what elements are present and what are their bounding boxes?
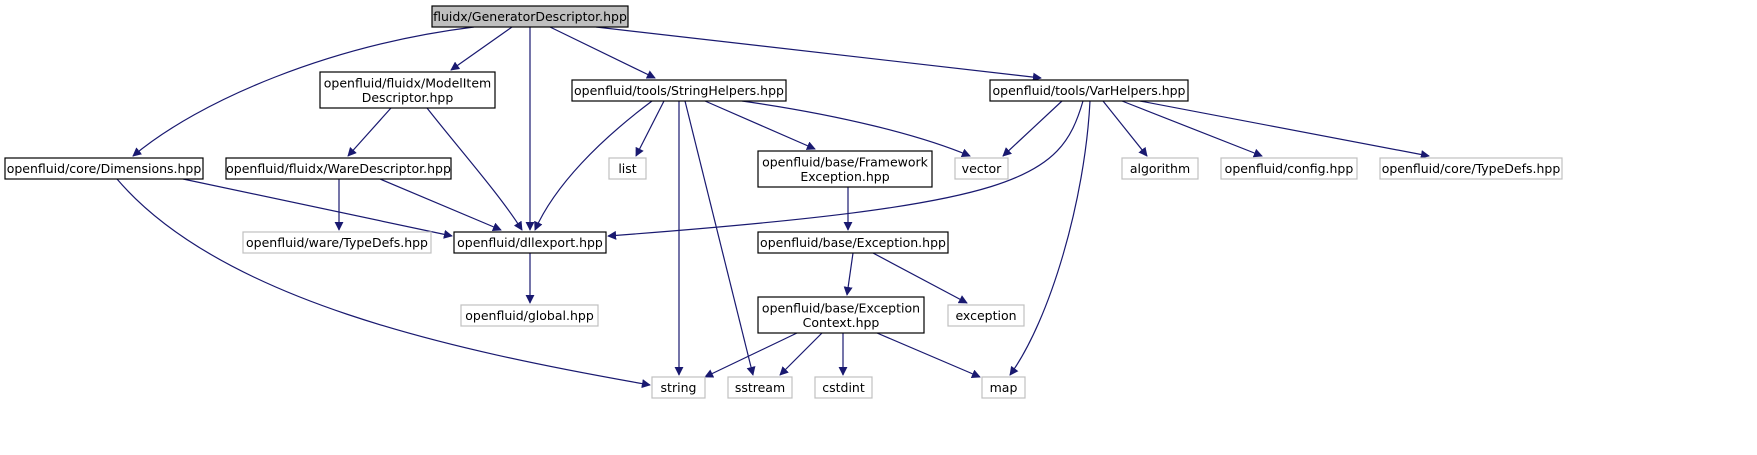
node-label: algorithm [1130, 161, 1190, 176]
node-label: openfluid/global.hpp [465, 308, 594, 323]
node-box [1220, 157, 1358, 180]
nodes-layer: fluidx/GeneratorDescriptor.hpp openfluid/… [4, 5, 1563, 399]
edge-varhelpers-to-dllexport [607, 100, 1084, 240]
node-label: Context.hpp [803, 315, 880, 330]
node-exception: exception [947, 304, 1025, 327]
edge-varhelpers-to-config [1121, 100, 1263, 158]
node-box [4, 157, 204, 180]
node-map: map [981, 376, 1026, 399]
edge-varhelpers-to-vector [1002, 100, 1063, 157]
edge-root-to-stringhelpers [549, 26, 656, 79]
edge-exception_hpp-to-exccontext [843, 252, 854, 296]
edge-stringhelpers-to-fwexception [704, 100, 816, 150]
edge-stringhelpers-to-sstream [684, 100, 756, 376]
node-label: cstdint [822, 380, 865, 395]
node-label: openfluid/core/Dimensions.hpp [7, 161, 202, 176]
edge-stringhelpers-to-vector [741, 100, 971, 158]
edge-varhelpers-to-map [1009, 100, 1091, 376]
node-label: openfluid/fluidx/WareDescriptor.hpp [226, 161, 451, 176]
edge-modelitem-to-dllexport [426, 107, 523, 231]
node-label: openfluid/ware/TypeDefs.hpp [246, 235, 428, 250]
node-label: openfluid/dllexport.hpp [457, 235, 603, 250]
edge-exccontext-to-sstream [779, 332, 823, 376]
node-label: openfluid/tools/StringHelpers.hpp [574, 83, 784, 98]
node-box [571, 79, 787, 102]
node-box [319, 71, 496, 109]
edge-exccontext-to-map [876, 332, 981, 378]
node-box [757, 231, 949, 254]
node-label: list [618, 161, 636, 176]
node-exception_hpp[interactable]: openfluid/base/Exception.hpp [757, 231, 949, 254]
node-waredesc[interactable]: openfluid/fluidx/WareDescriptor.hpp [225, 157, 452, 180]
edge-stringhelpers-to-list [635, 100, 665, 157]
node-sstream: sstream [727, 376, 793, 399]
edge-waredesc-to-dllexport [379, 178, 502, 232]
node-label: Exception.hpp [800, 169, 889, 184]
node-box [460, 304, 599, 327]
node-list: list [608, 157, 647, 180]
node-label: exception [955, 308, 1016, 323]
node-waretypedefs: openfluid/ware/TypeDefs.hpp [242, 231, 432, 254]
node-box [1379, 157, 1563, 180]
node-cstdint: cstdint [814, 376, 873, 399]
node-box [651, 376, 706, 399]
edge-exccontext-to-string [704, 332, 798, 378]
node-box [431, 5, 629, 28]
node-box [608, 157, 647, 180]
edge-stringhelpers-to-dllexport [534, 100, 653, 231]
edges-layer [116, 26, 1430, 389]
node-string: string [651, 376, 706, 399]
node-box [1121, 157, 1199, 180]
node-label: openfluid/config.hpp [1225, 161, 1354, 176]
node-dimensions[interactable]: openfluid/core/Dimensions.hpp [4, 157, 204, 180]
node-label: Descriptor.hpp [362, 90, 454, 105]
node-label: openfluid/base/Exception [762, 300, 920, 315]
node-vector: vector [954, 157, 1009, 180]
node-box [981, 376, 1026, 399]
edge-exception_hpp-to-exception [872, 252, 968, 304]
node-box [954, 157, 1009, 180]
node-box [814, 376, 873, 399]
node-box [757, 296, 925, 334]
node-dllexport[interactable]: openfluid/dllexport.hpp [453, 231, 607, 254]
edge-varhelpers-to-coretypedefs [1139, 100, 1430, 159]
edge-root-to-modelitem [450, 26, 513, 71]
node-box [947, 304, 1025, 327]
edge-varhelpers-to-algorithm [1102, 100, 1148, 157]
edge-root-to-dimensions [132, 26, 475, 157]
node-label: openfluid/fluidx/ModelItem [324, 75, 491, 90]
node-box [989, 79, 1189, 102]
node-varhelpers[interactable]: openfluid/tools/VarHelpers.hpp [989, 79, 1189, 102]
edge-dimensions-to-string [116, 178, 651, 389]
node-box [225, 157, 452, 180]
node-box [453, 231, 607, 254]
node-global: openfluid/global.hpp [460, 304, 599, 327]
node-box [727, 376, 793, 399]
node-box [757, 150, 933, 188]
node-label: openfluid/core/TypeDefs.hpp [1382, 161, 1561, 176]
node-algorithm: algorithm [1121, 157, 1199, 180]
node-coretypedefs: openfluid/core/TypeDefs.hpp [1379, 157, 1563, 180]
node-root[interactable]: fluidx/GeneratorDescriptor.hpp [431, 5, 629, 28]
edge-modelitem-to-waredesc [347, 107, 392, 157]
node-label: string [661, 380, 697, 395]
edge-dimensions-to-dllexport [182, 178, 453, 239]
node-label: vector [962, 161, 1003, 176]
node-label: openfluid/tools/VarHelpers.hpp [993, 83, 1186, 98]
node-label: map [990, 380, 1018, 395]
node-label: openfluid/base/Framework [762, 154, 929, 169]
node-config: openfluid/config.hpp [1220, 157, 1358, 180]
node-label: openfluid/base/Exception.hpp [760, 235, 946, 250]
node-box [242, 231, 432, 254]
node-label: fluidx/GeneratorDescriptor.hpp [433, 9, 627, 24]
edge-root-to-varhelpers [595, 26, 1042, 82]
node-label: sstream [735, 380, 785, 395]
node-stringhelpers[interactable]: openfluid/tools/StringHelpers.hpp [571, 79, 787, 102]
